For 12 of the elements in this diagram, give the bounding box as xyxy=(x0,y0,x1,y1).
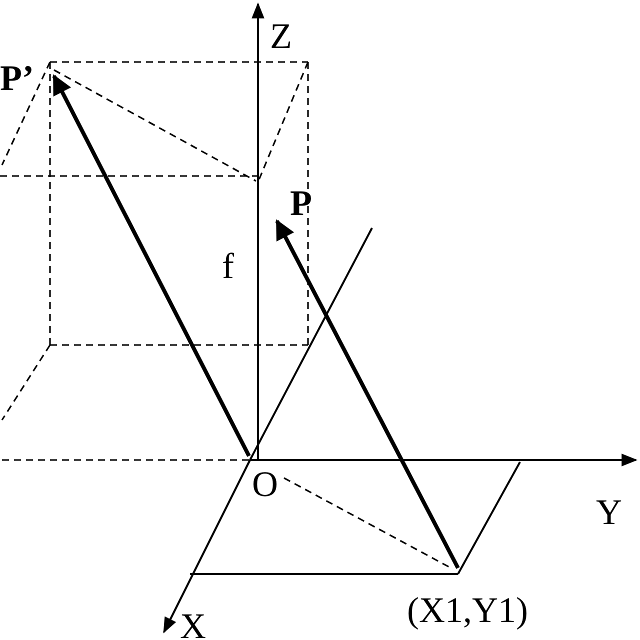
length-label: f xyxy=(222,248,234,284)
arrow xyxy=(275,219,460,569)
point-label: P xyxy=(290,185,312,221)
point-label: P’ xyxy=(0,60,34,96)
axis-label: X xyxy=(180,608,206,640)
point-label: (X1,Y1) xyxy=(407,592,528,628)
axis-label: Z xyxy=(270,18,292,54)
origin-label: O xyxy=(252,466,278,502)
dashed-line xyxy=(54,69,256,182)
axis-label: Y xyxy=(596,494,622,530)
dashed-line xyxy=(284,477,452,569)
arrow xyxy=(52,74,251,457)
